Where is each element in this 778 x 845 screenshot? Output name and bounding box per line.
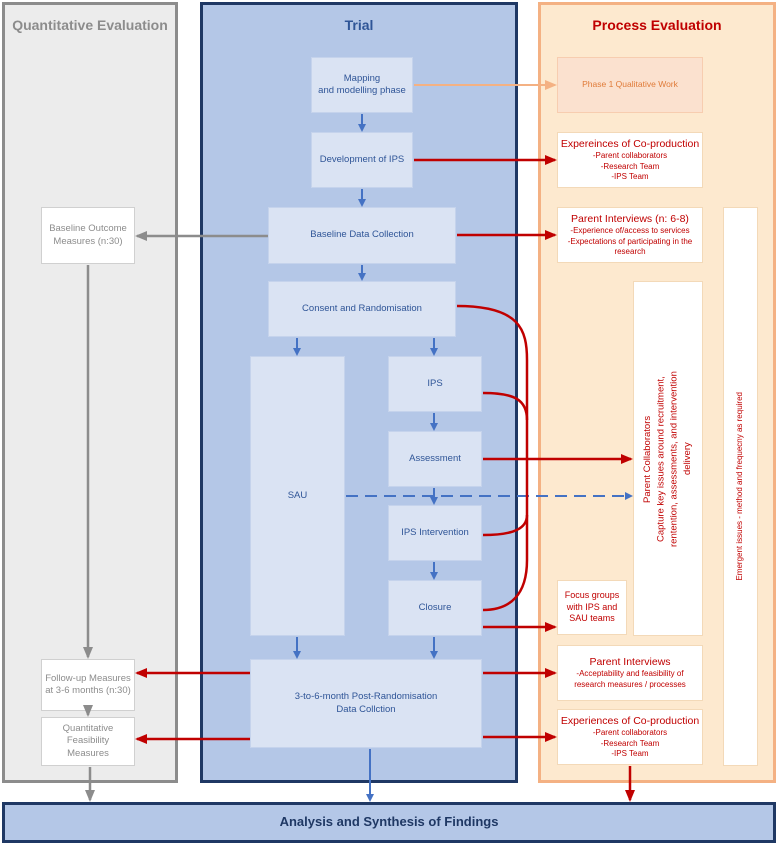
coprod2-item: -IPS Team xyxy=(611,749,649,759)
coprod1-box: Expereinces of Co-production-Parent coll… xyxy=(557,132,703,188)
ips-intervention-label: IPS Intervention xyxy=(401,526,469,538)
coprod1-item: -IPS Team xyxy=(611,172,649,182)
coprod1-item: -Research Team xyxy=(600,161,660,171)
interviews1-item: -Expectations of participating in the re… xyxy=(567,236,693,257)
grey-arrows xyxy=(83,231,268,802)
quantitative-title: Quantitative Evaluation xyxy=(12,17,168,33)
trial-title: Trial xyxy=(344,17,374,33)
post-line2: Data Collction xyxy=(336,703,396,715)
coprod1-title: Expereinces of Co-production xyxy=(560,137,700,150)
focus-groups-label: Focus groups with IPS and SAU teams xyxy=(564,589,620,624)
ips-box: IPS xyxy=(388,356,482,412)
coprod2-item: -Research Team xyxy=(600,738,660,748)
baseline-outcome-box: Baseline Outcome Measures (n:30) xyxy=(41,207,135,264)
analysis-label: Analysis and Synthesis of Findings xyxy=(279,814,499,830)
development-box: Development of IPS xyxy=(311,132,413,188)
interviews2-box: Parent Interviews-Acceptability and feas… xyxy=(557,645,703,701)
development-label: Development of IPS xyxy=(319,153,405,165)
baseline-box: Baseline Data Collection xyxy=(268,207,456,264)
coprod2-title: Experiences of Co-production xyxy=(560,714,700,727)
followup-box: Follow-up Measures at 3-6 months (n:30) xyxy=(41,659,135,711)
phase1-label: Phase 1 Qualitative Work xyxy=(582,79,678,90)
process-title: Process Evaluation xyxy=(592,17,722,33)
followup-label: Follow-up Measures at 3-6 months (n:30) xyxy=(45,672,131,696)
feasibility-label: Quantitative Feasibility Measures xyxy=(62,722,114,759)
phase1-box: Phase 1 Qualitative Work xyxy=(557,57,703,113)
baseline-outcome-label: Baseline Outcome Measures (n:30) xyxy=(49,223,127,247)
feasibility-box: Quantitative Feasibility Measures xyxy=(41,717,135,766)
focus-groups-box: Focus groups with IPS and SAU teams xyxy=(557,580,627,635)
sau-label: SAU xyxy=(287,489,308,501)
assessment-box: Assessment xyxy=(388,431,482,487)
interviews1-item: -Experience of/access to services xyxy=(570,226,690,236)
emergent-box: Emergent issues - method and frequecny a… xyxy=(723,207,758,766)
mapping-line2: and modelling phase xyxy=(318,85,406,96)
interviews2-title: Parent Interviews xyxy=(589,655,671,668)
interviews2-body: -Acceptability and feasibility of resear… xyxy=(574,669,686,689)
coprod2-item: -Parent collaborators xyxy=(592,728,668,738)
coprod2-box: Experiences of Co-production-Parent coll… xyxy=(557,709,703,765)
baseline-label: Baseline Data Collection xyxy=(310,229,414,241)
red-arrows xyxy=(135,155,635,802)
consent-box: Consent and Randomisation xyxy=(268,281,456,337)
closure-label: Closure xyxy=(418,601,452,613)
ips-intervention-box: IPS Intervention xyxy=(388,505,482,561)
coprod1-item: -Parent collaborators xyxy=(592,151,668,161)
mapping-line1: Mapping xyxy=(343,72,381,84)
assessment-label: Assessment xyxy=(409,452,461,464)
sau-box: SAU xyxy=(250,356,345,636)
analysis-footer: Analysis and Synthesis of Findings xyxy=(2,802,776,843)
blue-arrows xyxy=(293,114,633,802)
interviews1-box: Parent Interviews (n: 6-8)-Experience of… xyxy=(557,207,703,263)
consent-label: Consent and Randomisation xyxy=(302,302,422,314)
interviews1-title: Parent Interviews (n: 6-8) xyxy=(571,212,689,225)
ips-label: IPS xyxy=(427,377,443,389)
post-line1: 3-to-6-month Post-Randomisation xyxy=(294,691,438,703)
closure-box: Closure xyxy=(388,580,482,636)
